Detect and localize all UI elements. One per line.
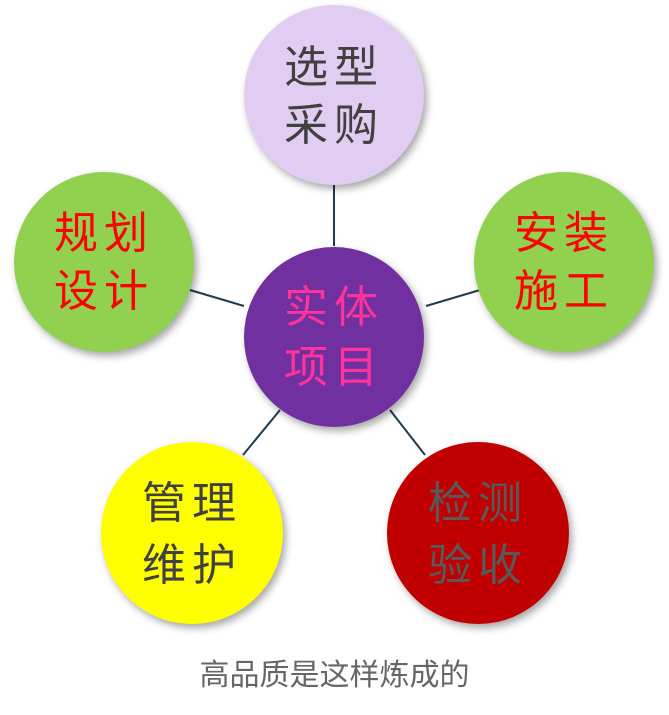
diagram-caption: 高品质是这样炼成的	[199, 658, 470, 693]
node-planning-line1: 规划	[54, 208, 154, 259]
node-selection-line1: 选型	[284, 42, 384, 93]
node-center: 实体 项目	[244, 247, 424, 427]
connector-maintenance	[242, 409, 281, 456]
node-maintenance-circle	[101, 442, 283, 624]
node-inspection-circle	[387, 442, 569, 624]
node-installation: 安装 施工	[474, 172, 654, 352]
node-center-circle	[244, 247, 424, 427]
node-installation-line1: 安装	[514, 208, 614, 259]
node-maintenance-line1: 管理	[142, 478, 242, 529]
node-maintenance-line2: 维护	[142, 540, 242, 591]
connectors	[189, 180, 481, 456]
node-planning: 规划 设计	[14, 172, 194, 352]
node-inspection: 检测 验收	[387, 442, 569, 624]
node-selection-circle	[244, 5, 424, 185]
connector-installation	[425, 289, 481, 307]
node-selection-line2: 采购	[284, 100, 384, 151]
connector-inspection	[389, 409, 426, 456]
node-inspection-line2: 验收	[428, 540, 528, 591]
node-center-line2: 项目	[284, 342, 384, 393]
node-maintenance: 管理 维护	[101, 442, 283, 624]
node-inspection-line1: 检测	[428, 478, 528, 529]
node-installation-line2: 施工	[514, 266, 614, 317]
node-planning-circle	[14, 172, 194, 352]
node-planning-line2: 设计	[54, 266, 154, 317]
node-installation-circle	[474, 172, 654, 352]
node-selection: 选型 采购	[244, 5, 424, 185]
node-center-line1: 实体	[284, 282, 384, 333]
connector-planning	[189, 289, 245, 307]
